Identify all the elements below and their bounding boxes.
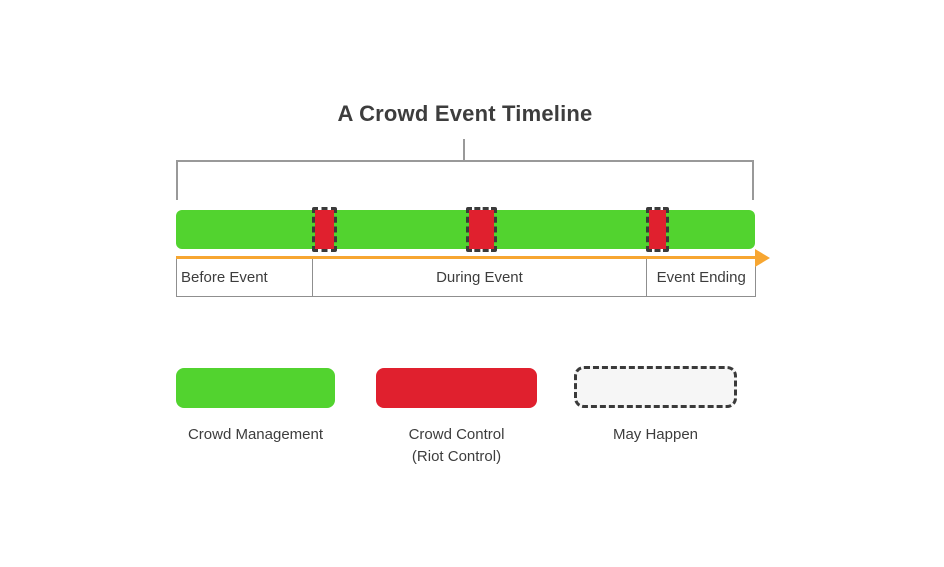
legend-label-crowd-control: Crowd Control (Riot Control) (356, 424, 557, 468)
phase-cell-before-event: Before Event (177, 259, 313, 296)
arrow-head-icon (755, 249, 770, 267)
legend-label-crowd-management: Crowd Management (156, 424, 355, 446)
phase-cell-during-event: During Event (313, 259, 648, 296)
crowd-control-segment-3 (646, 207, 669, 252)
legend-label-line: May Happen (612, 426, 699, 443)
title-connector-line (463, 139, 465, 160)
legend-swatch-crowd-management (176, 368, 335, 408)
legend-swatch-may-happen (574, 366, 737, 408)
legend-label-may-happen: May Happen (554, 424, 757, 446)
phase-label-during-event: During Event (436, 269, 523, 286)
phase-label-event-ending: Event Ending (656, 269, 746, 286)
timeline-axis-line (176, 256, 756, 259)
crowd-control-segment-1 (312, 207, 337, 252)
crowd-control-segment-2 (466, 207, 497, 252)
phase-label-before-event: Before Event (181, 269, 268, 286)
phase-cell-event-ending: Event Ending (647, 259, 755, 296)
timeline-span-bracket (176, 160, 754, 200)
legend-label-line: Crowd Management (187, 426, 324, 443)
legend-label-line: Crowd Control (408, 426, 505, 443)
legend-sublabel-line: (Riot Control) (411, 448, 502, 465)
legend-swatch-crowd-control (376, 368, 537, 408)
diagram-title: A Crowd Event Timeline (337, 101, 593, 126)
phase-table: Before Event During Event Event Ending (176, 258, 756, 297)
